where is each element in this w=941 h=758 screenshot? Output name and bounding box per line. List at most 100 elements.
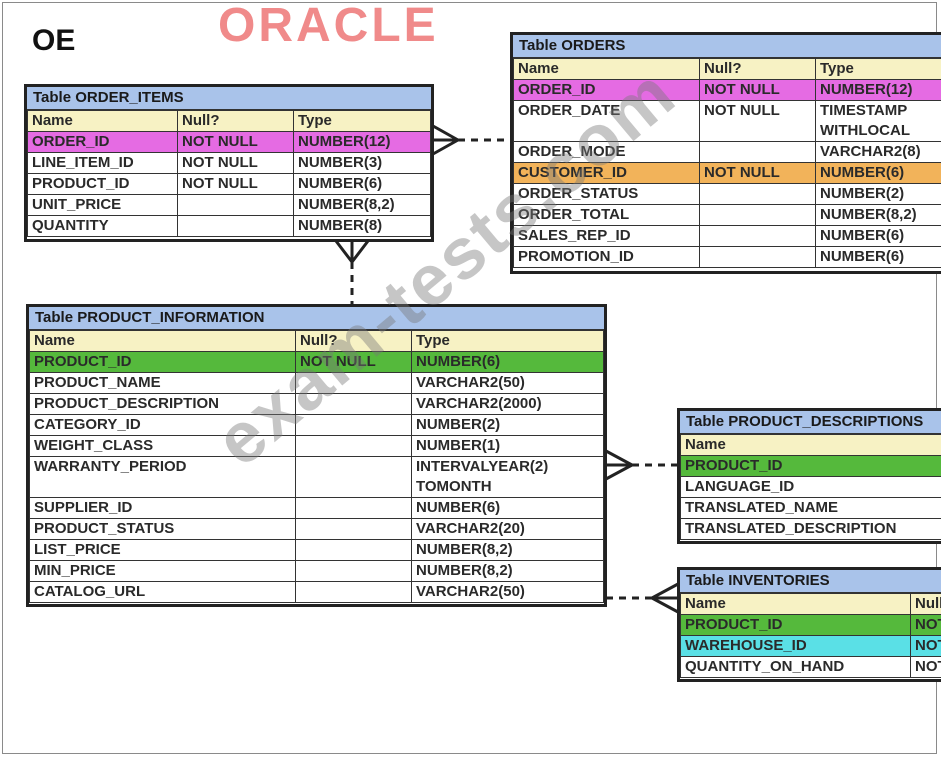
- cell: [295, 393, 412, 415]
- cell: VARCHAR2(8): [815, 141, 941, 163]
- table-row: QUANTITY NUMBER(8): [27, 215, 431, 237]
- table-row: SALES_REP_ID NUMBER(6): [513, 225, 941, 247]
- table-row: CUSTOMER_ID NOT NULL NUMBER(6): [513, 162, 941, 184]
- cell: PRODUCT_DESCRIPTION: [29, 393, 296, 415]
- table-row: PRODUCT_DESCRIPTION VARCHAR2(2000): [29, 393, 604, 415]
- table-row: LANGUAGE_ID: [680, 476, 941, 498]
- column-header: Null?: [699, 58, 816, 80]
- cell: [699, 225, 816, 247]
- cell: QUANTITY_ON_HAND: [680, 656, 911, 678]
- table-title: Table ORDER_ITEMS: [27, 87, 431, 110]
- cell: NOT NULL: [699, 100, 816, 142]
- table-row: WAREHOUSE_ID NOT NULL: [680, 635, 941, 657]
- table-orders: Table ORDERS Name Null? Type ORDER_ID NO…: [510, 32, 941, 274]
- table-grid: Name Null? Type PRODUCT_ID NOT NULL NUMB…: [29, 330, 604, 603]
- cell: NOT NULL: [699, 162, 816, 184]
- cell: CATEGORY_ID: [29, 414, 296, 436]
- schema-label: OE: [32, 24, 76, 57]
- table-inventories: Table INVENTORIES Name Null? PRODUCT_ID …: [677, 567, 941, 682]
- table-grid: Name Null? Type ORDER_ID NOT NULL NUMBER…: [27, 110, 431, 237]
- cell: VARCHAR2(50): [411, 581, 604, 603]
- cell: ORDER_MODE: [513, 141, 700, 163]
- header-row: Name Null? Type: [513, 58, 941, 80]
- cell: [295, 581, 412, 603]
- cell: PRODUCT_ID: [29, 351, 296, 373]
- table-row: PRODUCT_ID NOT NULL NUMBER(6): [29, 351, 604, 373]
- table-title: Table INVENTORIES: [680, 570, 941, 593]
- table-order-items: Table ORDER_ITEMS Name Null? Type ORDER_…: [24, 84, 434, 242]
- cell: LINE_ITEM_ID: [27, 152, 178, 174]
- cell: WEIGHT_CLASS: [29, 435, 296, 457]
- cell: PROMOTION_ID: [513, 246, 700, 268]
- table-row: PRODUCT_ID: [680, 455, 941, 477]
- cell: [295, 497, 412, 519]
- table-product-information: Table PRODUCT_INFORMATION Name Null? Typ…: [26, 304, 607, 607]
- cell: [295, 539, 412, 561]
- column-header: Null?: [910, 593, 941, 615]
- table-row: UNIT_PRICE NUMBER(8,2): [27, 194, 431, 216]
- cell: [295, 372, 412, 394]
- cell: NUMBER(8,2): [411, 560, 604, 582]
- cell: TRANSLATED_DESCRIPTION: [680, 518, 941, 540]
- cell: NUMBER(1): [411, 435, 604, 457]
- table-row: QUANTITY_ON_HAND NOT NULL: [680, 656, 941, 678]
- cell: NOT NULL: [177, 131, 294, 153]
- cell: NUMBER(12): [293, 131, 431, 153]
- cell: TRANSLATED_NAME: [680, 497, 941, 519]
- inventories-crowsfoot: [651, 582, 679, 614]
- table-row: CATEGORY_ID NUMBER(2): [29, 414, 604, 436]
- column-header: Name: [680, 434, 941, 456]
- table-row: PRODUCT_ID NOT NULL NUMBER(6): [27, 173, 431, 195]
- table-row: LIST_PRICE NUMBER(8,2): [29, 539, 604, 561]
- header-row: Name: [680, 434, 941, 456]
- table-title: Table PRODUCT_DESCRIPTIONS: [680, 411, 941, 434]
- product-descriptions-crowsfoot: [605, 449, 633, 481]
- cell: NUMBER(6): [411, 497, 604, 519]
- table-row: ORDER_STATUS NUMBER(2): [513, 183, 941, 205]
- cell: ORDER_ID: [513, 79, 700, 101]
- cell: ORDER_STATUS: [513, 183, 700, 205]
- cell: NUMBER(8,2): [411, 539, 604, 561]
- cell: NUMBER(6): [815, 225, 941, 247]
- cell: NOT NULL: [910, 635, 941, 657]
- cell: NUMBER(8): [293, 215, 431, 237]
- cell: [295, 518, 412, 540]
- table-grid: Name Null? Type ORDER_ID NOT NULL NUMBER…: [513, 58, 941, 268]
- cell: ORDER_DATE: [513, 100, 700, 142]
- cell: WARRANTY_PERIOD: [29, 456, 296, 498]
- table-row: PRODUCT_NAME VARCHAR2(50): [29, 372, 604, 394]
- table-row: ORDER_DATE NOT NULL TIMESTAMP WITHLOCAL: [513, 100, 941, 142]
- cell: NUMBER(8,2): [815, 204, 941, 226]
- cell: QUANTITY: [27, 215, 178, 237]
- cell: WAREHOUSE_ID: [680, 635, 911, 657]
- cell: [177, 194, 294, 216]
- cell: CATALOG_URL: [29, 581, 296, 603]
- header-row: Name Null? Type: [27, 110, 431, 132]
- cell: [295, 560, 412, 582]
- table-row: PRODUCT_ID NOT NULL: [680, 614, 941, 636]
- column-header: Type: [293, 110, 431, 132]
- cell: NUMBER(6): [411, 351, 604, 373]
- column-header: Name: [27, 110, 178, 132]
- cell: [699, 183, 816, 205]
- cell: [295, 456, 412, 498]
- table-row: ORDER_ID NOT NULL NUMBER(12): [27, 131, 431, 153]
- cell: NOT NULL: [910, 614, 941, 636]
- table-row: TRANSLATED_DESCRIPTION: [680, 518, 941, 540]
- column-header: Null?: [177, 110, 294, 132]
- table-grid: Name PRODUCT_ID LANGUAGE_ID TRANSLATED_N…: [680, 434, 941, 540]
- cell: [699, 246, 816, 268]
- cell: NUMBER(8,2): [293, 194, 431, 216]
- cell: [699, 141, 816, 163]
- cell: NUMBER(6): [815, 162, 941, 184]
- table-row: MIN_PRICE NUMBER(8,2): [29, 560, 604, 582]
- cell: NUMBER(6): [815, 246, 941, 268]
- cell: VARCHAR2(50): [411, 372, 604, 394]
- cell: NOT NULL: [177, 152, 294, 174]
- oracle-logo: ORACLE: [218, 0, 439, 52]
- cell: NUMBER(3): [293, 152, 431, 174]
- order-items-crowsfoot: [432, 124, 459, 156]
- table-row: PRODUCT_STATUS VARCHAR2(20): [29, 518, 604, 540]
- cell: NUMBER(6): [293, 173, 431, 195]
